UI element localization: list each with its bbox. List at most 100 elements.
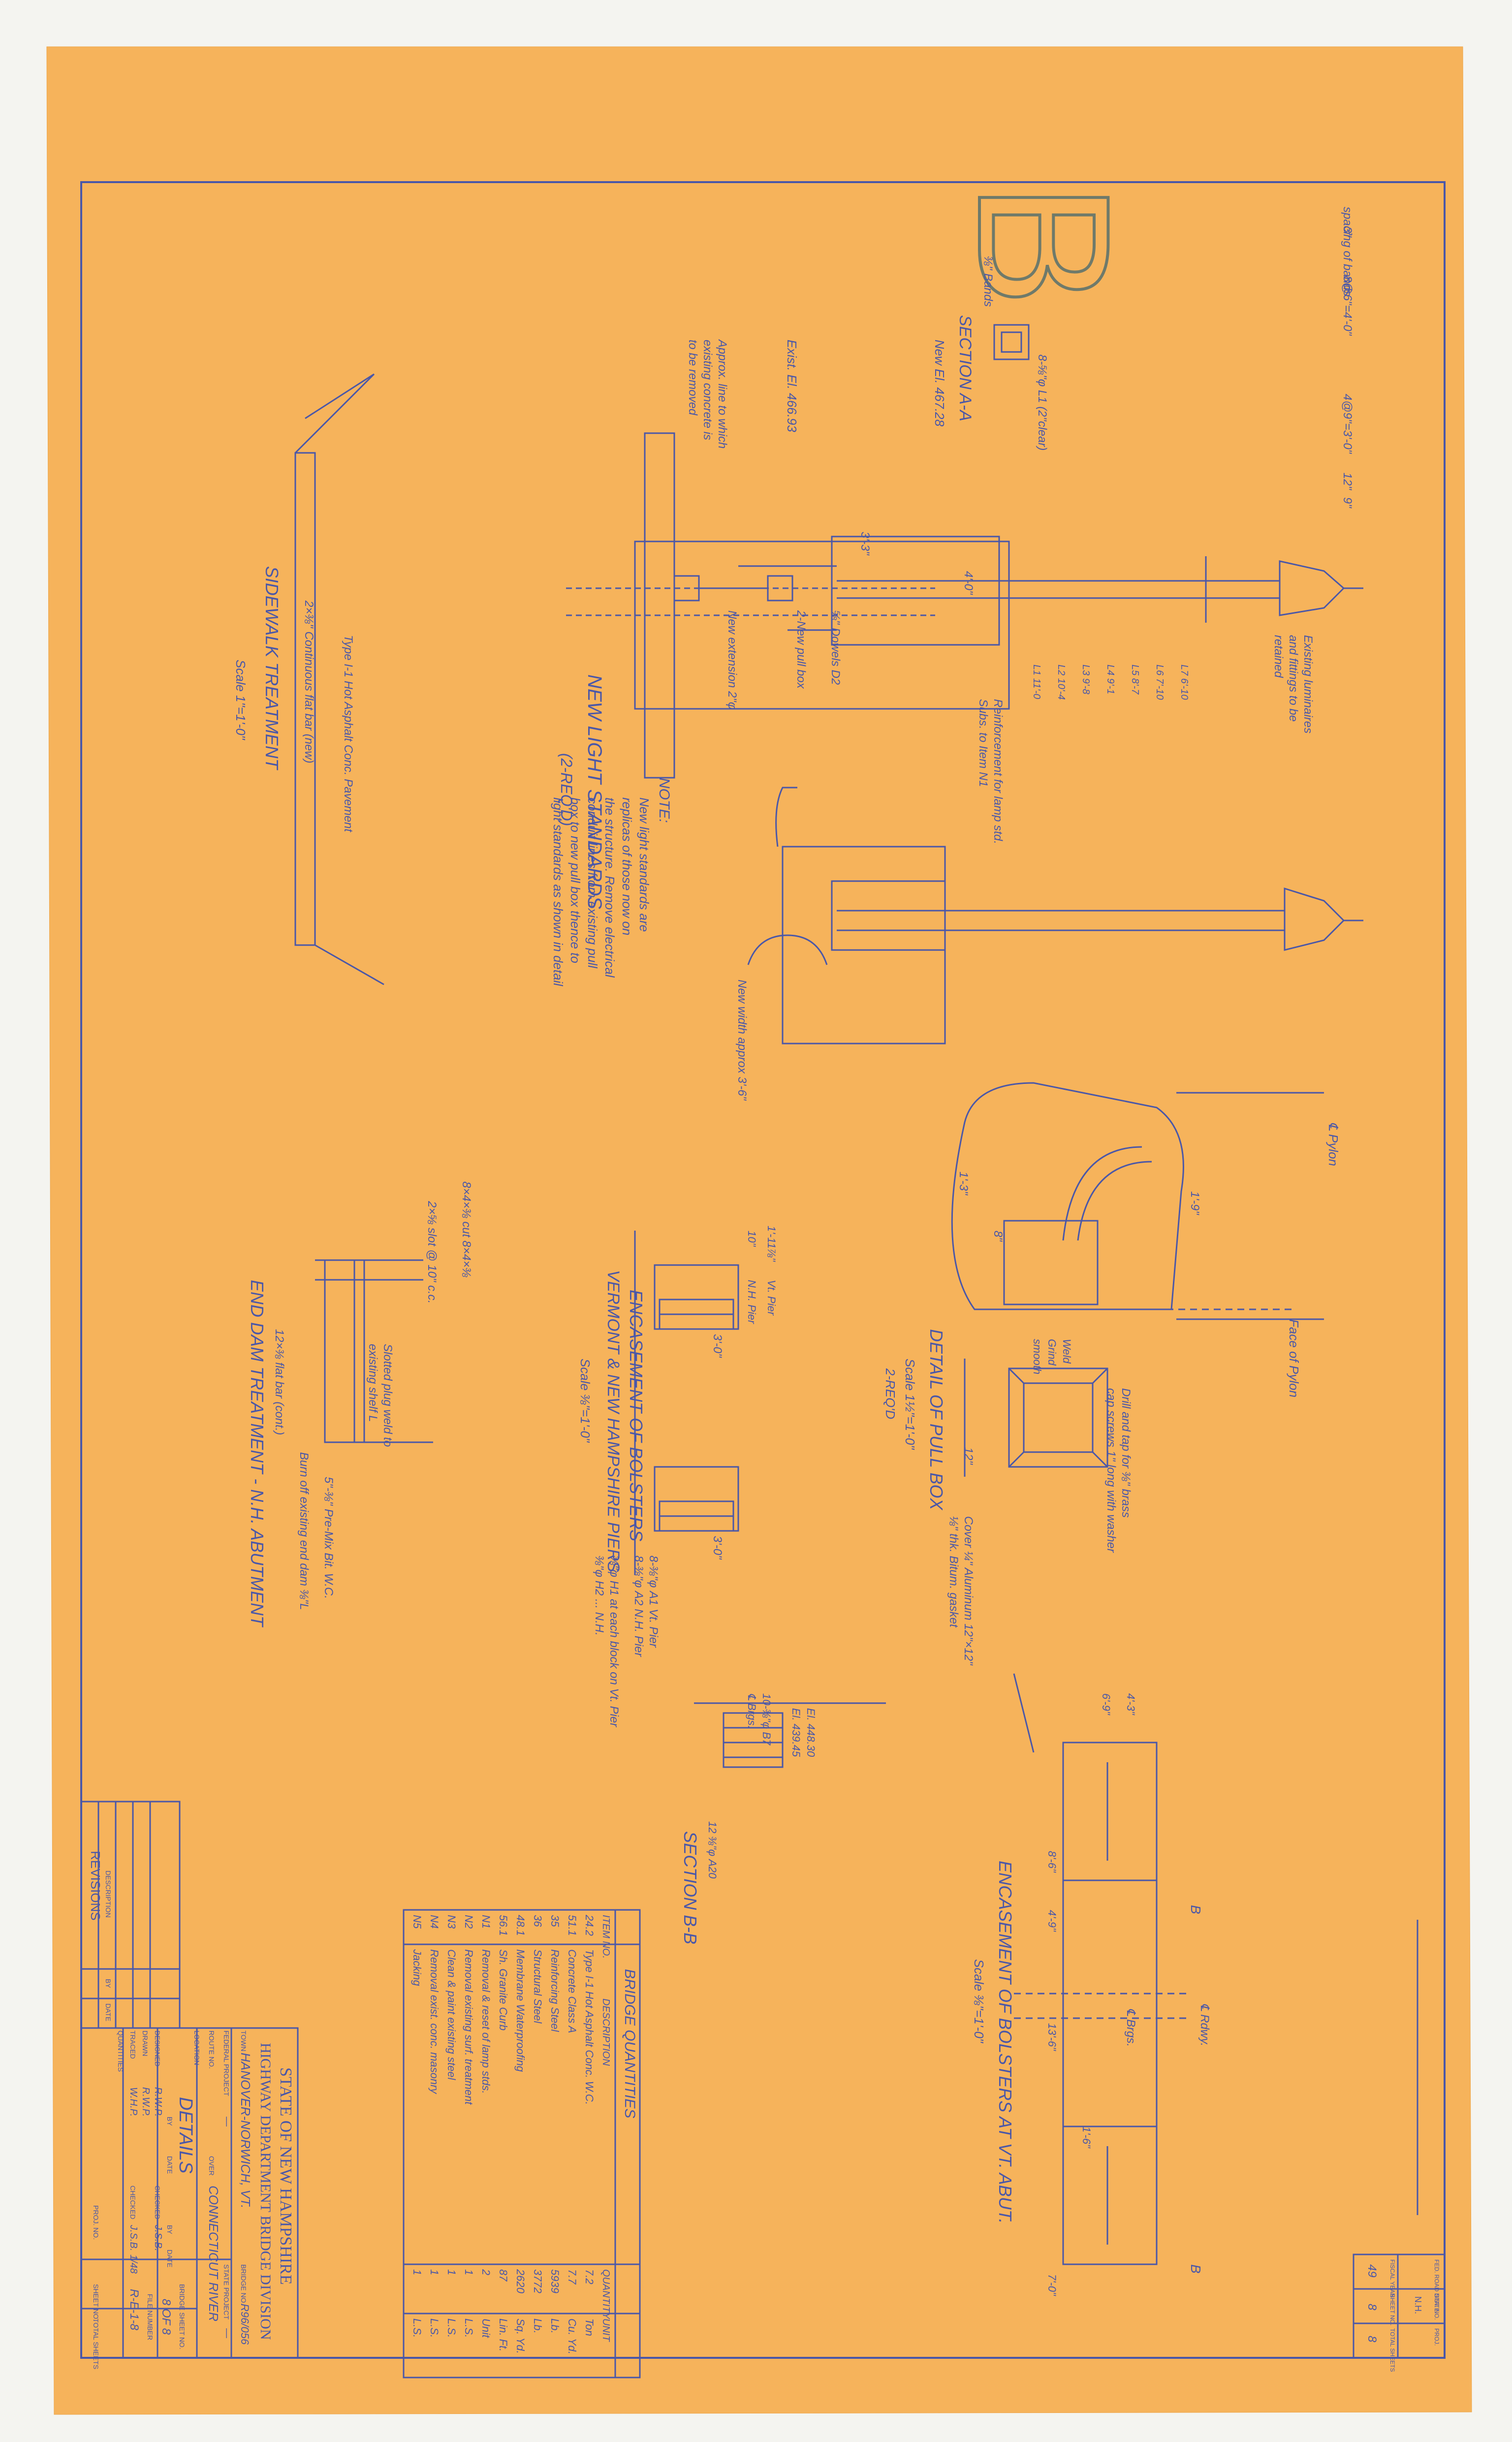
tb-traced-by: W.H.P. — [128, 2087, 139, 2117]
new-extension: New extension 2"φ — [725, 610, 739, 710]
bar-1: L7 6'-10 — [1179, 665, 1190, 700]
qty-h0: ITEM NO. — [600, 1915, 611, 1959]
tb-location-label: LOCATION — [193, 2030, 201, 2065]
tb-state-project: — — [221, 2328, 232, 2338]
qty-r8-c3: L.S. — [445, 2318, 458, 2338]
end-dam-slotted-2: existing shelf L — [366, 1344, 379, 1422]
tb-state-project-label: STATE PROJECT — [222, 2264, 230, 2320]
tb-checked-date: 1/48 — [128, 2254, 139, 2274]
qty-r8-c0: N3 — [445, 1915, 458, 1929]
qty-r6-c3: Unit — [480, 2318, 492, 2338]
dim-4at9: 4@9"=3'-0" — [1341, 394, 1354, 454]
tb-sheet-title: DETAILS — [175, 2097, 196, 2174]
tb-federal-project: — — [221, 2117, 232, 2126]
cb-fed-road: FED. ROAD DIST. NO. — [1433, 2259, 1440, 2320]
quantities-rows: 24.2 Type I-1 Hot Asphalt Conc. W.C. 7.2… — [411, 1914, 596, 2354]
bar-6: L2 10'-4 — [1056, 665, 1067, 700]
qty-r3-c2: 3772 — [532, 2269, 544, 2293]
weld-note-3: smooth — [1031, 1339, 1043, 1374]
title-block-text: STATE OF NEW HAMPSHIRE HIGHWAY DEPARTMEN… — [92, 2030, 295, 2369]
qty-r6-c2: 2 — [480, 2269, 492, 2275]
qty-h1: DESCRIPTION — [600, 1998, 611, 2066]
pull-box-plan — [964, 1359, 1108, 1477]
reinforcement-note-2: Subs. to Item N1 — [976, 699, 990, 787]
note-line-1: New light standards are — [637, 797, 652, 932]
note-heading: NOTE: — [656, 778, 672, 823]
qty-r3-c3: Lb. — [532, 2318, 544, 2334]
qty-r3-c0: 36 — [532, 1915, 544, 1927]
section-aa-title: SECTION A-A — [956, 315, 975, 421]
end-dam-treatment — [315, 1259, 433, 1443]
qty-r1-c3: Cu. Yd. — [566, 2318, 578, 2354]
qty-r6-c0: N1 — [480, 1915, 492, 1929]
revisions-description: DESCRIPTION — [104, 1871, 112, 1918]
right-column-shaft — [831, 880, 946, 951]
tb-federal-project-label: FEDERAL PROJECT — [222, 2030, 230, 2096]
approx-line-2: existing concrete is — [701, 340, 714, 440]
section-bb — [694, 1702, 886, 1768]
pylon-label: ℄ Pylon — [1326, 1122, 1341, 1166]
bolster-piers — [634, 1231, 739, 1575]
tb-sheet-no-label: SHEET NO. — [92, 2284, 100, 2321]
approx-line-3: to be removed — [686, 340, 699, 415]
pull-box-detail — [951, 1082, 1324, 1320]
qty-r3-c1: Structural Steel — [532, 1949, 544, 2024]
qty-r0-c2: 7.2 — [583, 2269, 596, 2284]
el-2: El. 439.45 — [790, 1708, 802, 1757]
qty-r9-c2: 1 — [428, 2269, 441, 2275]
tb-state: STATE OF NEW HAMPSHIRE — [277, 2067, 295, 2285]
left-pylon-outline — [644, 432, 675, 779]
qty-r0-c1: Type I-1 Hot Asphalt Conc. W.C. — [583, 1949, 596, 2105]
dim-3-0-a: 3'-0" — [711, 1334, 724, 1358]
cb-state-label: STATE — [1433, 2294, 1440, 2312]
tb-over-label: OVER — [208, 2156, 216, 2176]
section-aa-detail — [993, 324, 1030, 360]
dim-49: 4'-9" — [1046, 1910, 1058, 1932]
weld-note-2: Grind — [1046, 1339, 1058, 1366]
qty-r4-c3: Sq. Yd. — [514, 2318, 527, 2354]
bolster-vt-abut — [1014, 1742, 1191, 2265]
tb-designed-by: R.W.P. — [153, 2087, 163, 2117]
dim-12: 12" — [1341, 473, 1354, 491]
qty-r0-c3: Ton — [583, 2318, 596, 2336]
tb-total-sheets-label: TOTAL SHEETS — [92, 2318, 100, 2369]
dowels: ⅝" Dowels D2 — [829, 610, 842, 685]
dim-86: 8'-6" — [1046, 1851, 1058, 1873]
dim-10: 10" — [746, 1231, 758, 1247]
corner-block-text: FED. ROAD DIST. NO. STATE PROJ. FISCAL Y… — [1365, 2259, 1440, 2372]
el-1: El. 448.30 — [805, 1708, 817, 1757]
tb-date-1: DATE — [166, 2156, 174, 2174]
new-width: New width approx 3'-6" — [735, 980, 749, 1101]
tb-checked-by-1: J.S.B. — [153, 2224, 163, 2251]
bar-5: L3 9'-8 — [1080, 665, 1091, 695]
left-pylon-base — [634, 540, 1010, 710]
tb-over: CONNECTICUT RIVER — [206, 2186, 221, 2321]
nh-pier: N.H. Pier — [746, 1280, 758, 1325]
bolsters-title-2: VERMONT & NEW HAMPSHIRE PIERS — [604, 1270, 623, 1572]
approx-line: Approx. line to which — [716, 339, 729, 448]
revisions-date: DATE — [104, 2003, 112, 2021]
sidewalk-asphalt: Type I-1 Hot Asphalt Conc. Pavement — [342, 635, 355, 833]
dim-43: 4'-3" — [1125, 1693, 1137, 1715]
qty-r4-c1: Membrane Waterproofing — [514, 1949, 527, 2072]
qty-r10-c2: 1 — [411, 2269, 423, 2275]
qty-r7-c2: 1 — [463, 2269, 475, 2275]
bands-label: ⅜" Bands — [981, 256, 995, 307]
bar-7: L1 11'-0 — [1031, 665, 1042, 699]
bolster-note-2: 8-⅜"φ A2 N.H. Pier — [632, 1555, 645, 1657]
quantities-title: BRIDGE QUANTITIES — [622, 1969, 638, 2118]
qty-r10-c3: L.S. — [411, 2318, 423, 2338]
tb-traced-label: TRACED — [129, 2030, 137, 2059]
qty-r9-c1: Removal exist. conc. masonry — [428, 1949, 441, 2094]
pull-box-req: 2-REQ'D — [883, 1368, 898, 1419]
bar-4: L4 9'-1 — [1105, 665, 1116, 695]
b-marker-1: B — [1188, 1905, 1203, 1914]
dim-70: 7'-0" — [1046, 2274, 1058, 2296]
face-of-pylon: Face of Pylon — [1287, 1319, 1301, 1397]
note-line-6: light standards as shown in detail — [551, 797, 566, 986]
tb-file-number-label: FILE NUMBER — [146, 2294, 154, 2340]
end-dam-angle: 8×4×⅜ cut 8×4×⅜ — [460, 1181, 473, 1277]
bolster-note-1: 8-⅜"φ A1 Vt. Pier — [647, 1555, 660, 1648]
cb-sheet-label: SHEET NO. — [1389, 2294, 1396, 2325]
section-aa-bars: 8-⅝"φ L1 (2"clear) — [1036, 354, 1049, 450]
